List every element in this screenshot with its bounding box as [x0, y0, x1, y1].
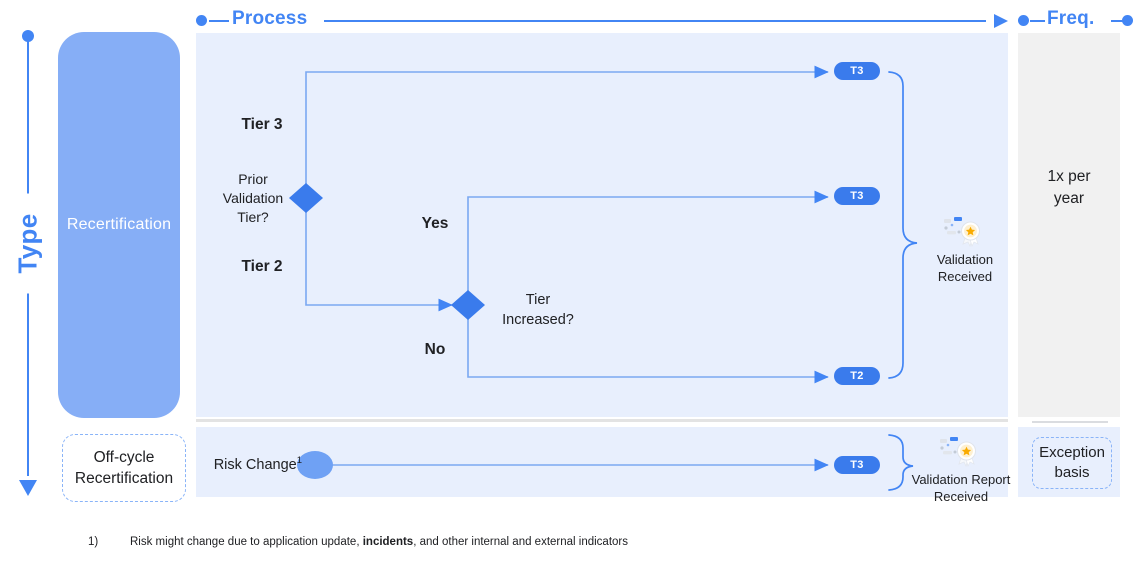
frequency-header-line-right [1111, 19, 1123, 22]
award-badge-icon [940, 437, 976, 468]
edge-tier3-to-t3-top [305, 65, 829, 198]
process-header-line-left [209, 19, 229, 22]
frequency-panel-top [1018, 33, 1120, 417]
grouping-brace-off-cycle [888, 434, 914, 491]
frequency-header: Freq. [1018, 8, 1136, 31]
type-axis-label: Type [8, 193, 48, 294]
branch-label-tier3: Tier 3 [241, 116, 283, 133]
tier-pill-t3-top[interactable]: T3 [834, 62, 880, 80]
decision-diamond-tier-increased[interactable] [451, 290, 485, 320]
start-node-risk-change[interactable] [297, 451, 333, 479]
frequency-header-label: Freq. [1047, 8, 1095, 29]
tier-pill-t3-middle[interactable]: T3 [834, 187, 880, 205]
frequency-panel-divider [1032, 421, 1108, 423]
process-header: Process [196, 8, 1008, 31]
footnote-text: Risk might change due to application upd… [130, 536, 629, 548]
tier-pill-t3-off-cycle[interactable]: T3 [834, 456, 880, 474]
off-cycle-flow-connectors [297, 434, 914, 491]
recertification-card[interactable]: Recertification [58, 32, 180, 418]
frequency-header-dot-left-icon [1018, 15, 1029, 26]
start-node-label-risk-change: Risk Change1 [213, 455, 302, 473]
process-flow-connectors [289, 65, 918, 384]
footnote-marker: 1) [88, 536, 99, 548]
process-header-line-right [324, 19, 986, 22]
type-axis: Type [8, 28, 48, 496]
process-header-dot-icon [196, 15, 207, 26]
edge-no-to-t2-bottom [467, 305, 829, 384]
grouping-brace-process [888, 71, 918, 379]
process-header-label: Process [232, 8, 308, 29]
recertification-card-label: Recertification [66, 216, 172, 233]
process-header-arrow-icon [994, 13, 1008, 28]
edge-tier2-to-decision2 [305, 198, 453, 312]
frequency-header-line-left [1030, 19, 1045, 22]
branch-label-tier2: Tier 2 [241, 258, 283, 275]
process-panel [196, 33, 1008, 417]
award-badge-icon [944, 217, 980, 248]
panel-divider [196, 419, 1008, 422]
axis-arrow-icon [19, 480, 37, 496]
branch-label-no: No [424, 341, 446, 358]
tier-pill-t2-bottom[interactable]: T2 [834, 367, 880, 385]
edge-yes-to-t3-middle [467, 190, 829, 305]
branch-label-yes: Yes [421, 215, 449, 232]
frequency-header-dot-right-icon [1122, 15, 1133, 26]
decision-diamond-prior-validation-tier[interactable] [289, 183, 323, 213]
